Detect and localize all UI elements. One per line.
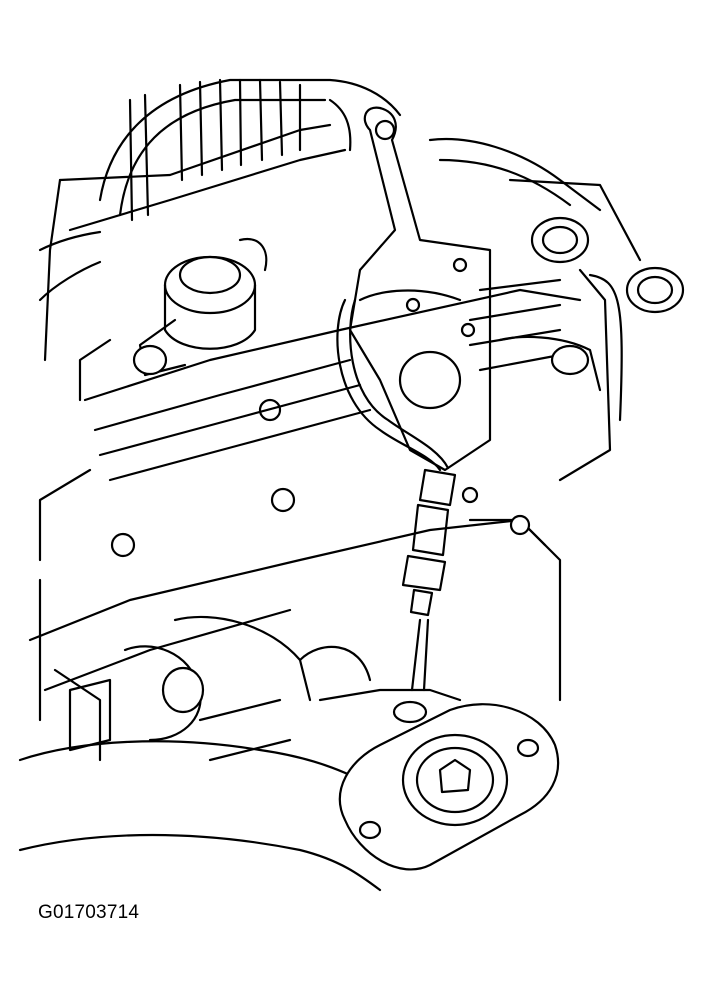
oxygen-sensor [401,468,479,692]
intake-manifold-hoses [38,78,402,362]
sensor-wire-harness [336,289,462,472]
egr-valve [78,237,282,422]
engine-block-left [38,578,292,762]
lifting-bracket [348,106,492,472]
valve-cover [38,278,602,562]
fuel-rail-fittings [428,138,685,482]
exhaust-flange [338,700,560,871]
figure-id-label: G01703714 [38,902,140,923]
